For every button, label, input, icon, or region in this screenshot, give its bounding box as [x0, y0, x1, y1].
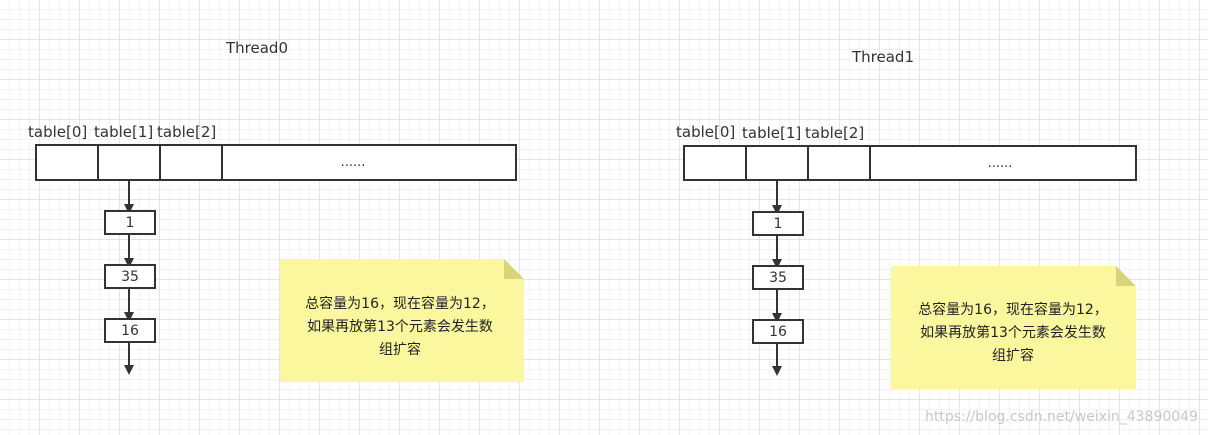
thread0-note-line-2: 组扩容 [379, 341, 421, 358]
thread0-title: Thread0 [225, 39, 288, 57]
thread1-note-line-2: 组扩容 [992, 347, 1034, 364]
thread0-slot-label-2: table[2] [157, 123, 216, 141]
thread1-slot-label-2: table[2] [805, 124, 864, 142]
thread0-sticky-note: 总容量为16，现在容量为12， 如果再放第13个元素会发生数 组扩容 [280, 259, 524, 382]
thread1-slot-label-1: table[1] [742, 124, 801, 142]
thread0-slot-0 [35, 144, 99, 181]
thread0-note-line-1: 如果再放第13个元素会发生数 [307, 318, 493, 335]
thread0-node-2-value: 16 [121, 323, 139, 339]
thread1-note-line-1: 如果再放第13个元素会发生数 [920, 324, 1106, 341]
thread0-group: Thread0 table[0] table[1] table[2] .....… [28, 39, 524, 382]
thread1-slot-label-0: table[0] [676, 123, 735, 141]
thread0-note-line-0: 总容量为16，现在容量为12， [305, 295, 495, 312]
thread1-node-2-value: 16 [769, 324, 787, 340]
thread1-node-0-value: 1 [774, 216, 783, 232]
thread1-slot-0 [683, 145, 747, 181]
thread1-title: Thread1 [851, 48, 914, 66]
thread1-note-line-0: 总容量为16，现在容量为12， [918, 301, 1108, 318]
thread0-node-1-value: 35 [121, 269, 139, 285]
thread1-linked-list: 1 35 16 [752, 180, 804, 376]
thread0-slot-label-1: table[1] [94, 123, 153, 141]
watermark: https://blog.csdn.net/weixin_43890049 [925, 409, 1198, 425]
thread0-linked-list: 1 35 16 [104, 180, 156, 375]
thread0-table-array: ...... [35, 144, 517, 181]
thread1-table-array: ...... [683, 145, 1137, 181]
thread1-note-fold [1116, 266, 1136, 286]
thread1-node-1-value: 35 [769, 270, 787, 286]
thread1-group: Thread1 table[0] table[1] table[2] .....… [676, 48, 1137, 389]
thread1-ellipsis: ...... [988, 156, 1013, 171]
thread1-slot-1 [745, 145, 809, 181]
thread0-note-fold [504, 259, 524, 279]
thread0-slot-2 [159, 144, 223, 181]
thread0-slot-label-0: table[0] [28, 123, 87, 141]
thread1-slot-2 [807, 145, 871, 181]
thread0-ellipsis: ...... [341, 155, 366, 170]
thread0-slot-1 [97, 144, 161, 181]
thread1-sticky-note: 总容量为16，现在容量为12， 如果再放第13个元素会发生数 组扩容 [891, 266, 1136, 389]
thread0-node-0-value: 1 [126, 215, 135, 231]
